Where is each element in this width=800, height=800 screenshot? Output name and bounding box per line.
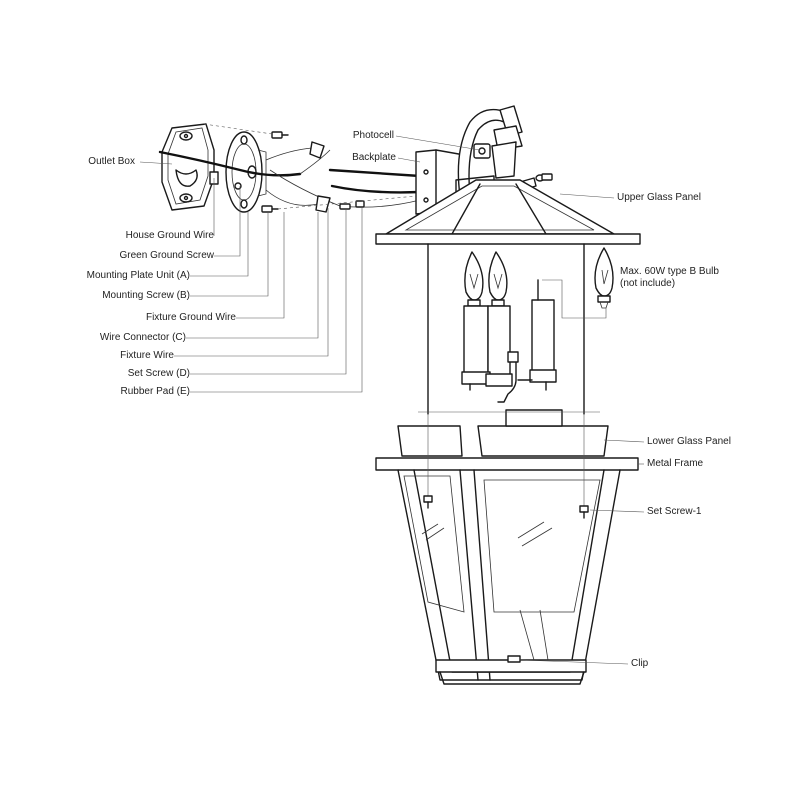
candle-sleeves (461, 279, 557, 403)
label-clip: Clip (631, 658, 649, 669)
hanging-arm (455, 105, 553, 197)
label-bulb-line1: Max. 60W type B Bulb (620, 266, 719, 277)
label-fixture-wire: Fixture Wire (120, 350, 174, 361)
lower-glass-panel (397, 409, 609, 457)
bulb-right (488, 251, 508, 307)
label-mounting-plate-unit: Mounting Plate Unit (A) (86, 270, 190, 281)
label-green-ground-screw: Green Ground Screw (119, 250, 215, 261)
label-photocell: Photocell (352, 130, 394, 141)
mounting-screw-bottom (261, 205, 279, 213)
label-wire-connector: Wire Connector (C) (99, 332, 186, 343)
mounting-screw-top (271, 131, 289, 139)
bulb-sample (542, 247, 614, 319)
label-metal-frame: Metal Frame (647, 458, 704, 469)
label-set-screw: Set Screw (D) (127, 368, 190, 379)
upper-glass-panel (375, 179, 641, 245)
lamp-frame (427, 243, 585, 415)
label-upper-glass-panel: Upper Glass Panel (617, 192, 701, 203)
frame-glass (403, 475, 601, 613)
wires (158, 123, 422, 213)
label-outlet-box: Outlet Box (88, 156, 135, 167)
outlet-box (161, 123, 219, 211)
clip (507, 655, 521, 663)
label-set-screw-1: Set Screw-1 (647, 506, 702, 517)
label-rubber-pad: Rubber Pad (E) (120, 386, 190, 397)
leader-lines (139, 135, 645, 665)
set-screw-1-right (579, 414, 589, 519)
bulb-left (464, 251, 484, 307)
label-fixture-ground-wire: Fixture Ground Wire (145, 312, 236, 323)
metal-frame (375, 457, 639, 685)
label-mounting-screw: Mounting Screw (B) (102, 290, 190, 301)
label-lower-glass-panel: Lower Glass Panel (647, 436, 731, 447)
label-bulb-line2: (not include) (620, 278, 676, 289)
label-house-ground-wire: House Ground Wire (125, 230, 214, 241)
set-screw-1-left (423, 414, 433, 509)
label-backplate: Backplate (352, 152, 396, 163)
